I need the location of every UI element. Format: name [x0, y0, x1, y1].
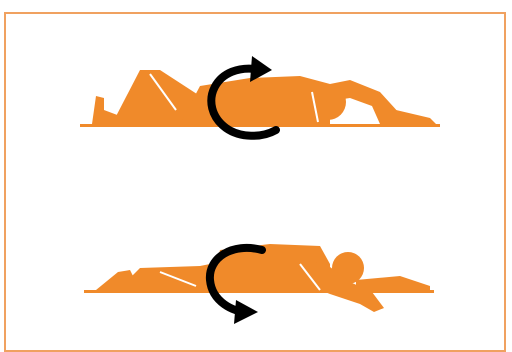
step-1-panel — [0, 40, 512, 160]
step-1-illustration — [0, 40, 512, 160]
person-lying-face-down — [96, 244, 430, 312]
step-2-illustration — [0, 220, 512, 330]
person-lying-on-back — [92, 70, 436, 124]
step-2-panel — [0, 220, 512, 330]
ground-line — [80, 124, 440, 127]
